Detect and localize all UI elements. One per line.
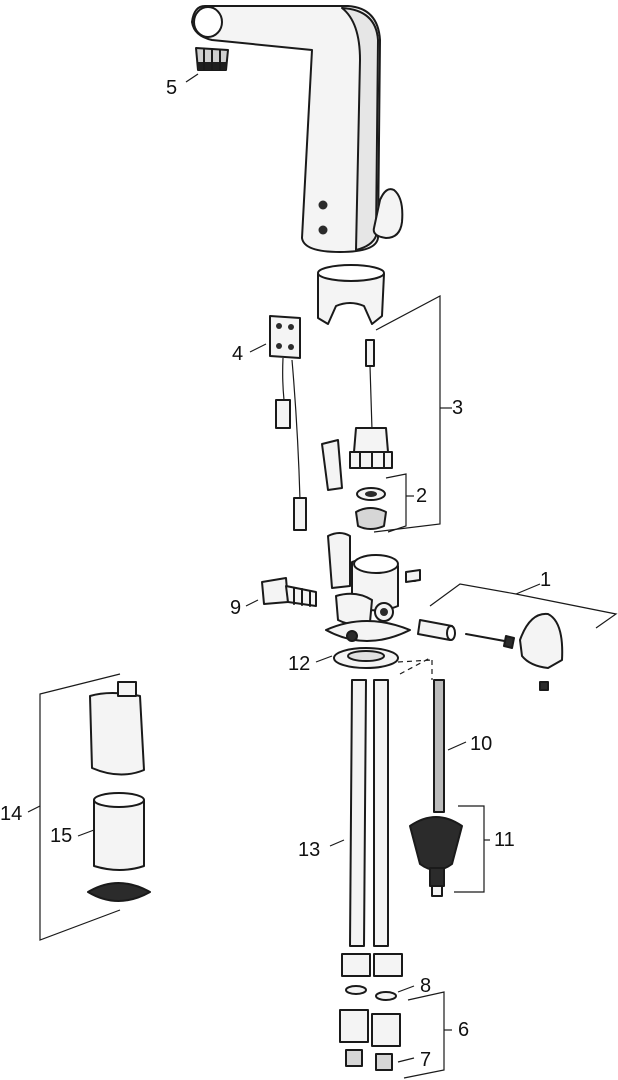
label-8: 8 <box>420 975 431 997</box>
mounting-nut <box>409 805 490 897</box>
supply-hoses <box>329 679 403 977</box>
connector-plug <box>245 577 317 607</box>
battery-housing <box>27 673 151 941</box>
label-4: 4 <box>232 343 243 365</box>
valve-body <box>325 532 420 642</box>
label-10: 10 <box>470 733 492 755</box>
label-3: 3 <box>452 397 463 419</box>
label-2: 2 <box>416 485 427 507</box>
label-13: 13 <box>298 839 320 861</box>
hose-fittings <box>339 985 452 1079</box>
label-7: 7 <box>420 1049 431 1071</box>
label-9: 9 <box>230 597 241 619</box>
lever-handle-assembly <box>417 583 618 691</box>
threaded-rod <box>433 679 467 813</box>
label-11: 11 <box>494 829 515 851</box>
solenoid-valve <box>321 295 452 533</box>
base-plate <box>315 647 433 680</box>
aerator <box>185 47 229 83</box>
check-valve-set <box>355 473 414 533</box>
label-1: 1 <box>540 569 551 591</box>
faucet-spout <box>191 5 404 253</box>
sensor-cable <box>249 315 307 531</box>
label-5: 5 <box>166 77 177 99</box>
retaining-screw <box>405 569 421 583</box>
label-14: 14 <box>0 803 22 825</box>
label-12: 12 <box>288 653 310 675</box>
mounting-sleeve <box>317 264 385 325</box>
label-15: 15 <box>50 825 72 847</box>
label-6: 6 <box>458 1019 469 1041</box>
